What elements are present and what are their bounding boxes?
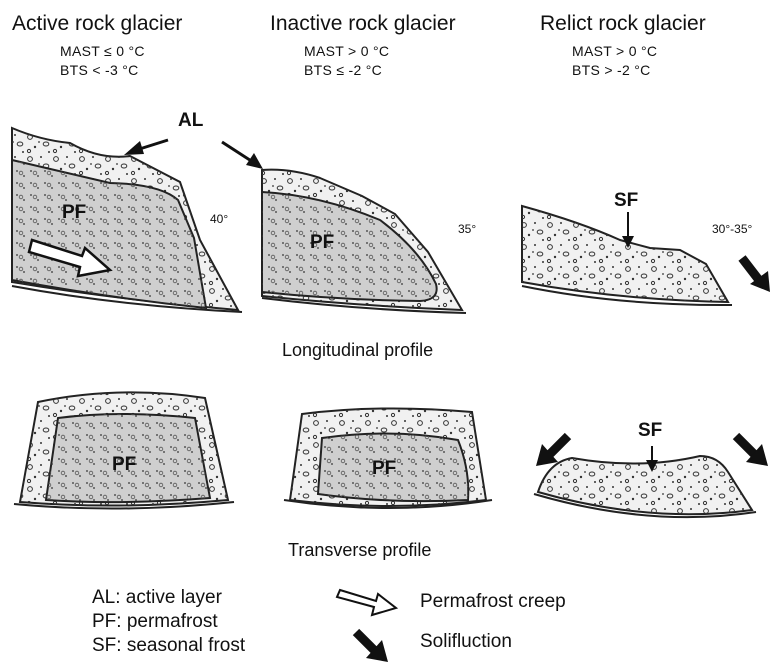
relict-transverse-profile [534, 436, 768, 517]
legend-pf: PF: permafrost [92, 610, 218, 634]
legend-creep: Permafrost creep [420, 590, 566, 614]
legend-creep-symbol [337, 590, 396, 615]
active-angle: 40° [210, 212, 228, 226]
inactive-angle: 35° [458, 222, 476, 236]
inactive-pf-label: PF [310, 232, 334, 254]
active-pf-label: PF [62, 202, 86, 224]
legend-solifluction: Solifluction [420, 630, 512, 654]
active-transverse-pf-label: PF [112, 454, 136, 476]
inactive-bts: BTS ≤ -2 °C [304, 61, 382, 80]
active-longitudinal-profile [12, 128, 242, 312]
inactive-longitudinal-profile [222, 142, 466, 313]
legend-al: AL: active layer [92, 586, 222, 610]
relict-longitudinal-profile [522, 206, 770, 305]
relict-bts: BTS > -2 °C [572, 61, 651, 80]
relict-angle: 30°-35° [712, 222, 752, 236]
legend-solifluction-symbol [356, 632, 388, 662]
transverse-caption: Transverse profile [288, 540, 431, 561]
active-transverse-profile [14, 392, 234, 508]
relict-sf-label: SF [614, 190, 638, 212]
longitudinal-caption: Longitudinal profile [282, 340, 433, 361]
inactive-title: Inactive rock glacier [270, 12, 456, 36]
legend-sf: SF: seasonal frost [92, 634, 245, 658]
active-mast: MAST ≤ 0 °C [60, 42, 145, 61]
al-label: AL [178, 110, 203, 132]
relict-transverse-sf-label: SF [638, 420, 662, 442]
relict-mast: MAST > 0 °C [572, 42, 657, 61]
inactive-mast: MAST > 0 °C [304, 42, 389, 61]
relict-title: Relict rock glacier [540, 12, 706, 36]
active-bts: BTS < -3 °C [60, 61, 139, 80]
active-title: Active rock glacier [12, 12, 182, 36]
inactive-transverse-pf-label: PF [372, 458, 396, 480]
